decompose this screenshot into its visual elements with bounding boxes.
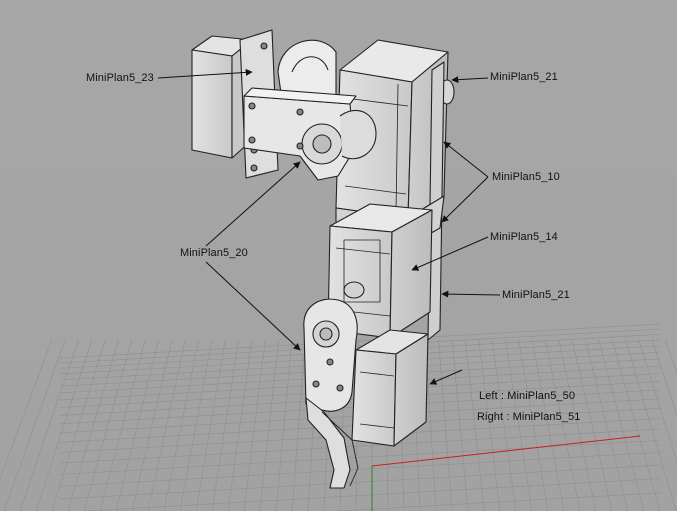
lower-bracket [303, 298, 358, 412]
label-right-miniplan5-51: Right : MiniPlan5_51 [477, 411, 581, 423]
label-miniplan5-21-top: MiniPlan5_21 [490, 71, 558, 83]
label-miniplan5-21-bottom: MiniPlan5_21 [502, 289, 570, 301]
label-miniplan5-14: MiniPlan5_14 [490, 231, 558, 243]
leader-lines [157, 68, 501, 385]
upper-bracket [243, 87, 377, 181]
label-left-miniplan5-50: Left : MiniPlan5_50 [479, 390, 576, 402]
label-miniplan5-10: MiniPlan5_10 [492, 171, 560, 183]
x-axis-line [371, 435, 641, 467]
bottom-servo [351, 329, 429, 447]
label-miniplan5-20: MiniPlan5_20 [180, 247, 248, 259]
foot-hook [305, 397, 359, 489]
label-miniplan5-23: MiniPlan5_23 [86, 72, 154, 84]
